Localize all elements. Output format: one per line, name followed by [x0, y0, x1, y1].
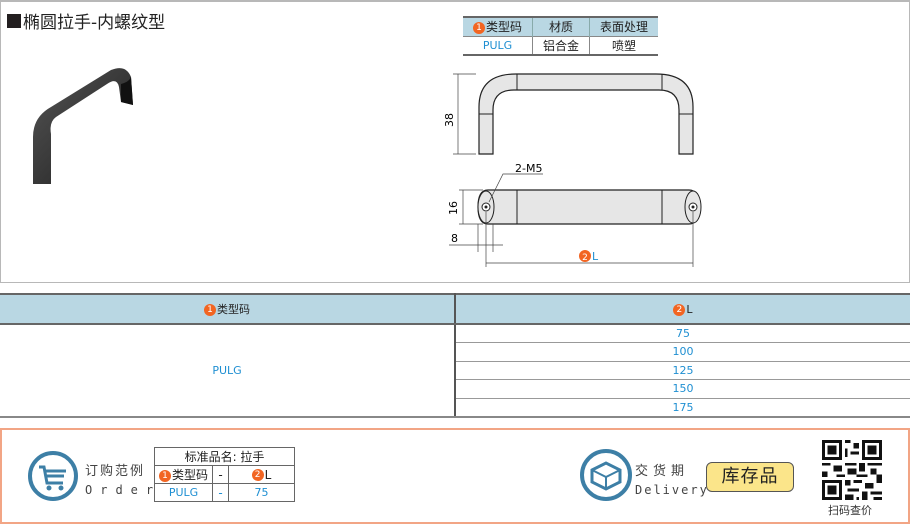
header-text: L — [686, 302, 693, 316]
badge-2-icon: 2 — [251, 469, 264, 481]
table-row: 175 — [0, 398, 910, 418]
qr-code-icon[interactable] — [822, 440, 882, 500]
title-square-icon — [7, 13, 21, 28]
order-type-value: PULG — [153, 483, 214, 502]
spec-finish: 喷塑 — [589, 35, 659, 56]
spec-material: 铝合金 — [532, 35, 591, 56]
product-photo — [33, 68, 133, 184]
order-length-value: 75 — [228, 483, 296, 502]
header-text: L — [264, 467, 272, 482]
length-cell[interactable]: 75 — [455, 324, 910, 343]
spec-type-code: PULG — [463, 35, 534, 56]
order-example-label: 订购范例 Order — [85, 460, 161, 497]
table-row: PULG 75 — [0, 324, 910, 418]
height-dimension: 38 — [443, 113, 456, 127]
delivery-box-icon — [580, 449, 632, 501]
header-text: 类型码 — [217, 303, 250, 316]
title-text: 椭圆拉手-内螺纹型 — [23, 13, 166, 33]
length-badge: 2 — [582, 253, 588, 263]
technical-drawing: 38 2-M5 16 8 2 L — [443, 73, 702, 267]
header-text: 类型码 — [172, 468, 209, 482]
type-code-cell: PULG — [0, 324, 456, 418]
badge-1-icon: 1 — [473, 21, 485, 34]
order-table-title: 标准品名: 拉手 — [153, 447, 296, 466]
length-cell[interactable]: 100 — [455, 342, 910, 362]
length-label: L — [592, 250, 599, 263]
badge-2-icon: 2 — [673, 303, 686, 316]
badge-1-icon: 1 — [159, 469, 171, 482]
shopping-cart-icon — [28, 451, 78, 501]
table-row: 125 — [0, 361, 910, 380]
length-cell[interactable]: 150 — [455, 379, 910, 399]
in-stock-badge: 库存品 — [706, 462, 794, 492]
delivery-label: 交货期 Delivery — [635, 460, 709, 497]
thread-label: 2-M5 — [515, 162, 542, 175]
spec-header-finish: 表面处理 — [589, 16, 659, 36]
order-label-en: Order — [85, 483, 162, 497]
header-text: 类型码 — [486, 20, 523, 35]
delivery-label-en: Delivery — [635, 483, 709, 497]
order-header-sep: - — [212, 465, 230, 484]
table-row: 100 — [0, 342, 910, 362]
qr-label: 扫码查价 — [828, 504, 872, 517]
length-cell[interactable]: 175 — [455, 398, 910, 418]
offset-dimension: 8 — [451, 232, 458, 245]
width-dimension: 16 — [447, 201, 460, 215]
delivery-label-cn: 交货期 — [635, 464, 690, 479]
order-label-cn: 订购范例 — [85, 464, 146, 479]
table-row: 150 — [0, 379, 910, 399]
page-title: 椭圆拉手-内螺纹型 — [7, 8, 165, 33]
order-sep-value: - — [212, 483, 230, 502]
badge-1-icon: 1 — [204, 304, 216, 316]
length-cell[interactable]: 125 — [455, 361, 910, 380]
spec-header-material: 材质 — [532, 16, 591, 36]
